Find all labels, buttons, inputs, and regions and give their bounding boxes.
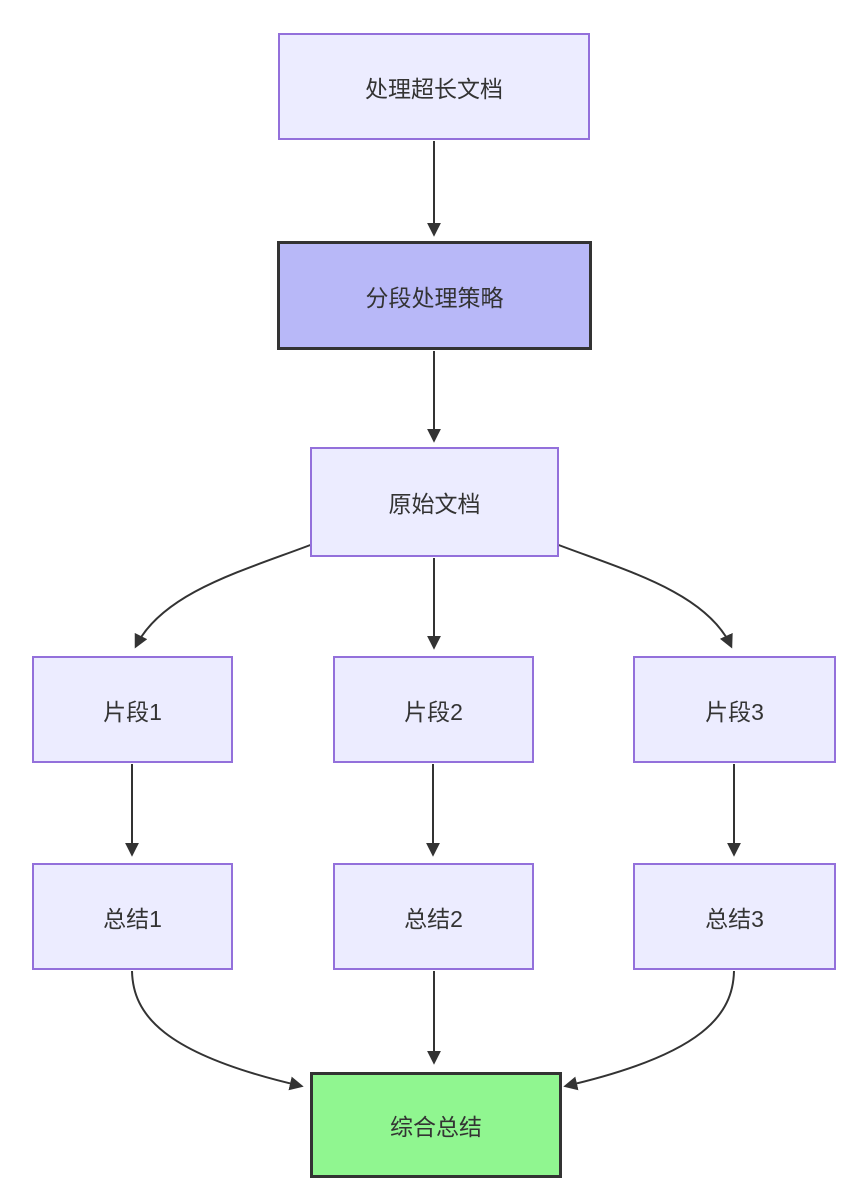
edge-e1-f bbox=[131, 970, 304, 1091]
node-segment-3: 片段3 bbox=[633, 656, 836, 763]
node-segment-1: 片段1 bbox=[32, 656, 233, 763]
node-segmentation-strategy: 分段处理策略 bbox=[277, 241, 592, 350]
node-label: 片段2 bbox=[404, 698, 463, 725]
node-label: 总结3 bbox=[705, 905, 764, 932]
node-summary-2: 总结2 bbox=[333, 863, 534, 970]
node-label: 原始文档 bbox=[388, 491, 481, 517]
node-label: 处理超长文档 bbox=[365, 75, 503, 102]
edge-c-d1 bbox=[134, 543, 314, 649]
node-summary-3: 总结3 bbox=[633, 863, 836, 970]
node-summary-1: 总结1 bbox=[32, 863, 233, 970]
node-label: 片段1 bbox=[103, 698, 162, 725]
node-label: 综合总结 bbox=[390, 1114, 482, 1140]
node-label: 总结2 bbox=[404, 905, 463, 932]
edge-e3-f bbox=[563, 970, 735, 1091]
node-combined-summary: 综合总结 bbox=[310, 1072, 562, 1178]
node-label: 总结1 bbox=[103, 905, 162, 932]
edge-c-d3 bbox=[555, 543, 733, 649]
node-original-document: 原始文档 bbox=[310, 447, 559, 557]
node-label: 片段3 bbox=[705, 698, 764, 725]
node-label: 分段处理策略 bbox=[365, 284, 504, 311]
node-process-long-document: 处理超长文档 bbox=[278, 33, 590, 140]
node-segment-2: 片段2 bbox=[333, 656, 534, 763]
